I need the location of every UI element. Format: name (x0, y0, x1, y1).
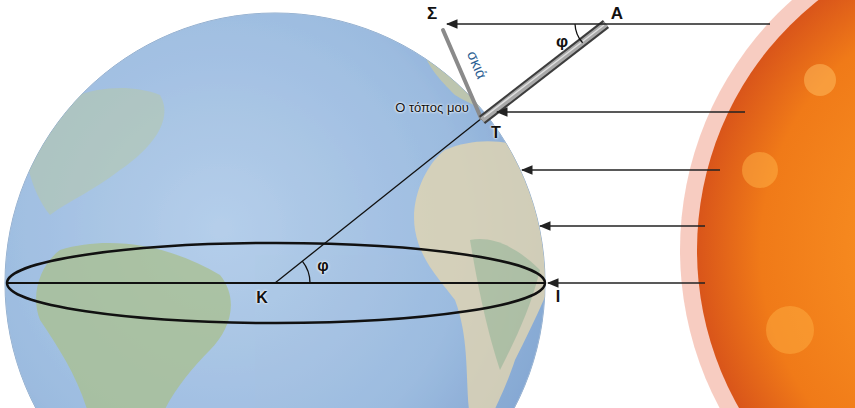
earth-globe (0, 0, 560, 408)
gnomon-rod (482, 24, 606, 120)
point-label: Α (611, 5, 623, 22)
point-label: Σ (427, 5, 437, 22)
place-label: Ο τόπος μου (395, 101, 469, 114)
sun-rays (447, 24, 770, 283)
point-label: Τ (491, 125, 501, 141)
sun (680, 0, 855, 408)
point-label: Κ (256, 290, 268, 306)
angle-label: φ (556, 33, 568, 50)
angle-label: φ (317, 258, 328, 274)
point-label: Ι (556, 289, 560, 305)
shadow-label: σκιά (464, 48, 489, 80)
